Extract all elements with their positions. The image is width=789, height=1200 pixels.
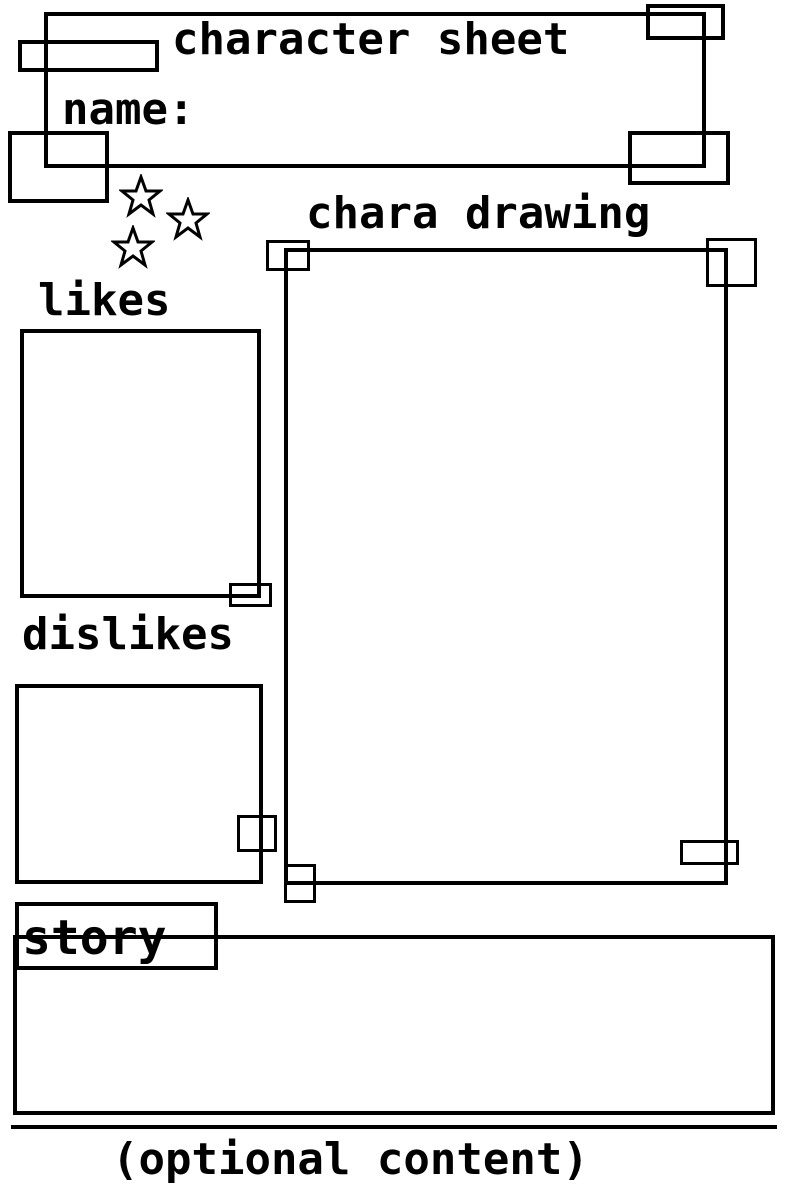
dislikes-frame	[15, 684, 263, 884]
dislikes-label: dislikes	[22, 609, 234, 660]
drawing-frame	[284, 248, 728, 885]
star-icon	[111, 225, 155, 269]
drawing-label: chara drawing	[306, 188, 651, 239]
corner-tab	[18, 40, 159, 72]
header-frame	[44, 12, 706, 168]
likes-label: likes	[38, 275, 171, 326]
corner-tab	[284, 864, 316, 903]
name-label: name:	[62, 84, 195, 135]
star-icon	[166, 197, 210, 241]
story-tab	[15, 902, 218, 970]
likes-frame	[20, 329, 261, 598]
corner-tab	[8, 131, 109, 203]
footer-divider	[11, 1125, 777, 1129]
corner-tab	[680, 840, 739, 865]
corner-tab	[229, 583, 272, 607]
story-frame	[13, 935, 775, 1115]
corner-tab	[646, 4, 725, 40]
corner-tab	[237, 815, 277, 852]
star-icon	[119, 174, 163, 218]
story-label: story	[22, 910, 167, 966]
sheet-title: character sheet	[172, 14, 570, 65]
footer-note: (optional content)	[112, 1134, 589, 1185]
corner-tab	[628, 131, 730, 185]
corner-tab	[266, 240, 310, 271]
corner-tab	[706, 238, 757, 287]
